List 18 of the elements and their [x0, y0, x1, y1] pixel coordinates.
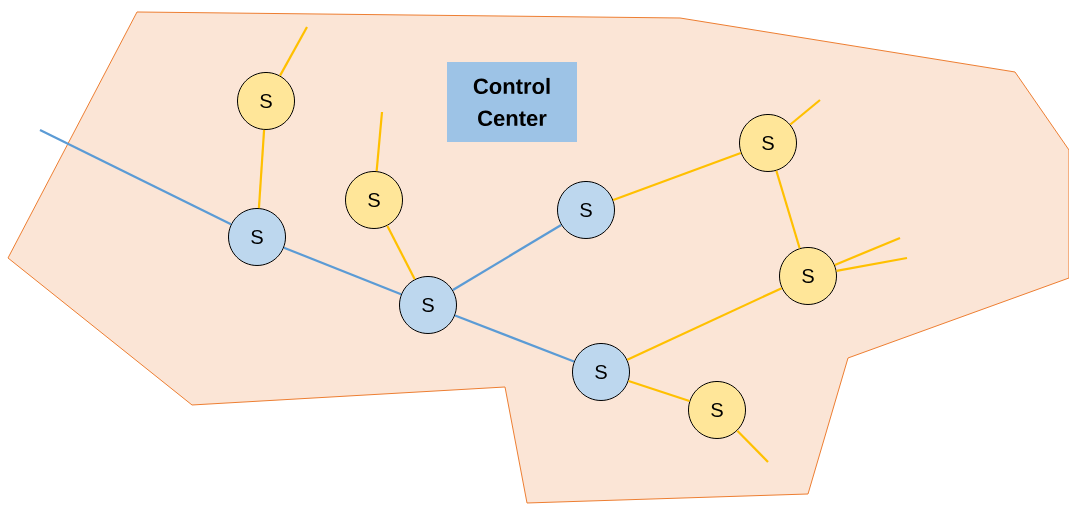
connector-line — [628, 379, 690, 402]
connector-line — [386, 225, 416, 280]
label-box: Control Center — [447, 62, 577, 142]
connector-line — [375, 111, 384, 172]
connector-line — [834, 236, 901, 266]
connector-line — [257, 129, 266, 209]
connector-line — [626, 287, 783, 361]
connector-line — [612, 151, 742, 201]
connector-line — [836, 256, 908, 272]
connector-line — [775, 170, 801, 249]
connector-line — [279, 26, 308, 77]
region-area — [7, 11, 1069, 504]
connector-line — [452, 224, 562, 291]
connector-line — [454, 314, 575, 363]
connector-line — [736, 429, 769, 463]
connector-line — [283, 246, 402, 296]
connector-line — [39, 129, 232, 226]
connector-line — [789, 99, 821, 126]
